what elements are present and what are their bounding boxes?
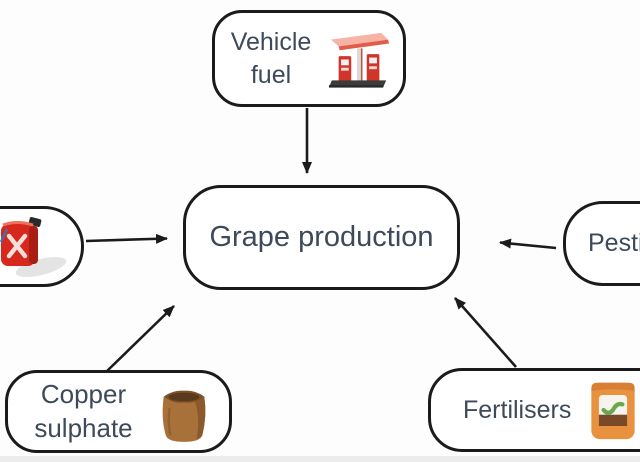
vehicle-fuel-label: Vehicle fuel (230, 28, 312, 89)
image-bottom-edge (0, 456, 640, 462)
fertilisers-label: Fertilisers (463, 395, 572, 424)
pesticides-label: Pesticides (588, 229, 640, 257)
node-grape-production: Grape production (183, 185, 460, 290)
arrow-copper-sulphate-to-grape (106, 305, 175, 372)
arrow-fuel-can-to-grape (85, 233, 168, 244)
fertiliser-bag-icon (591, 382, 635, 440)
node-fuel-can (0, 206, 84, 287)
node-vehicle-fuel: Vehicle fuel (212, 10, 406, 107)
node-pesticides: Pesticides (563, 201, 640, 286)
fuel-station-icon (328, 32, 390, 88)
arrow-fertilisers-to-grape (454, 297, 517, 368)
grape-production-label: Grape production (209, 221, 434, 253)
clipped-label-fragment (0, 228, 9, 243)
sack-icon (162, 390, 205, 442)
node-fertilisers: Fertilisers (428, 368, 640, 452)
node-copper-sulphate: Copper sulphate (5, 370, 232, 453)
copper-sulphate-label: Copper sulphate (34, 379, 133, 443)
arrow-pesticides-to-grape (499, 238, 557, 250)
fuel-can-icon (1, 216, 67, 277)
